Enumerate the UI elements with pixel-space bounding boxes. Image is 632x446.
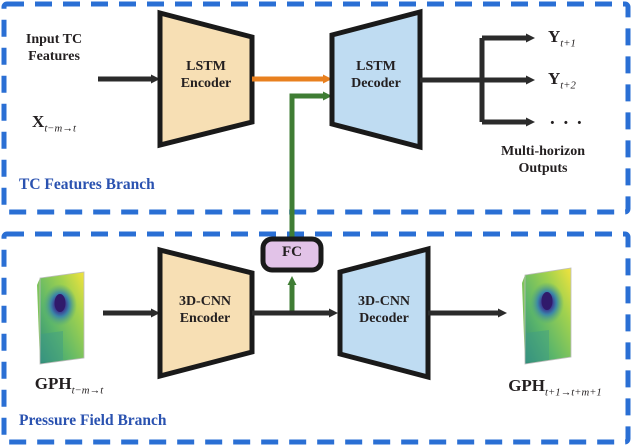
- output-2-base: Y: [548, 69, 561, 88]
- lstm-decoder-line2: Decoder: [351, 75, 401, 91]
- cnn-decoder-line2: Decoder: [359, 310, 409, 326]
- gph-output-label: GPHt+1→t+m+1: [482, 376, 628, 399]
- lstm-encoder-line1: LSTM: [186, 59, 226, 74]
- tc-features-branch-label: TC Features Branch: [19, 176, 155, 193]
- lstm-decoder-label: LSTM Decoder: [330, 59, 422, 92]
- cnn-decoder-line1: 3D-CNN: [357, 294, 411, 309]
- gph-output-sub: t+1→t+m+1: [545, 386, 602, 399]
- pressure-field-branch-label: Pressure Field Branch: [19, 412, 167, 429]
- gph-input-label: GPHt−m→t: [14, 374, 124, 397]
- input-tc-line2: Features: [28, 48, 80, 64]
- fc-shape[interactable]: [260, 236, 324, 273]
- lstm-encoder-shape: [157, 9, 255, 149]
- output-1-label: Yt+1: [548, 27, 618, 50]
- input-tc-label: Input TC Features: [10, 32, 98, 65]
- output-1-sub: t+1: [560, 37, 576, 50]
- input-symbol-sub: t−m→t: [44, 122, 76, 135]
- multi-horizon-outputs-label: Multi-horizon Outputs: [468, 144, 618, 177]
- gph-output-base: GPH: [508, 376, 546, 395]
- multi-horizon-line2: Outputs: [518, 160, 568, 176]
- lstm-encoder-label: LSTM Encoder: [160, 59, 252, 92]
- cnn-encoder-label: 3D-CNN Encoder: [157, 294, 253, 327]
- output-2-label: Yt+2: [548, 69, 618, 92]
- lstm-encoder-line2: Encoder: [180, 75, 232, 91]
- cnn-decoder-label: 3D-CNN Decoder: [338, 294, 430, 327]
- gph-input-sub: t−m→t: [71, 384, 104, 397]
- cnn-encoder-line1: 3D-CNN: [178, 294, 232, 309]
- output-ellipsis-label: . . .: [550, 108, 584, 129]
- gph-output-field: [522, 267, 572, 365]
- arrow-fc-to-lstm-decoder: [289, 91, 332, 258]
- input-symbol-base: X: [32, 112, 45, 131]
- pressure-field-branch-box: [1, 231, 631, 445]
- input-tc-line1: Input TC: [25, 32, 83, 47]
- gph-input-field: [37, 271, 85, 365]
- cnn-encoder-line2: Encoder: [179, 310, 231, 326]
- fc-label[interactable]: FC: [282, 244, 302, 260]
- cnn-encoder-shape: [157, 246, 255, 380]
- input-symbol: Xt−m→t: [10, 112, 98, 135]
- gph-input-base: GPH: [34, 374, 72, 393]
- output-1-base: Y: [548, 27, 561, 46]
- tc-features-branch-box: [1, 1, 631, 215]
- lstm-decoder-line1: LSTM: [356, 59, 396, 74]
- lstm-decoder-shape: [329, 8, 423, 151]
- multi-horizon-line1: Multi-horizon: [501, 144, 585, 159]
- cnn-decoder-shape: [337, 245, 431, 381]
- output-2-sub: t+2: [560, 79, 576, 92]
